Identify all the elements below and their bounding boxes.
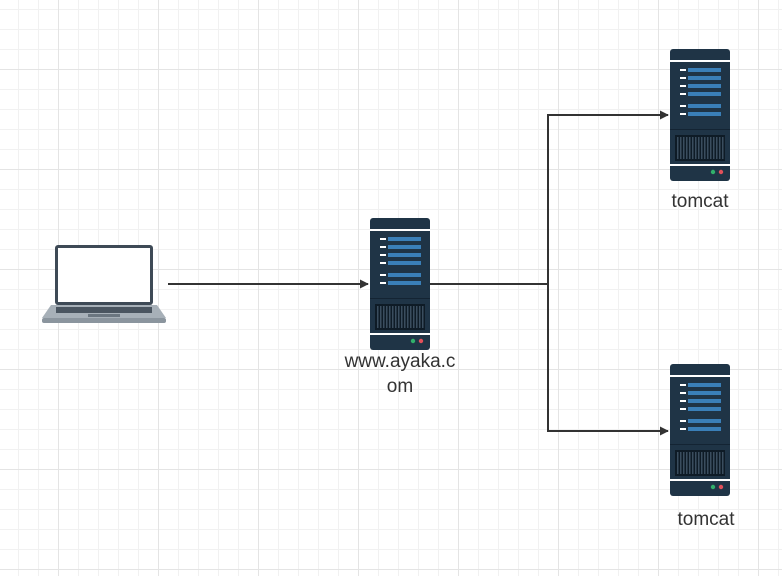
tomcat-server-bottom[interactable] <box>670 364 730 496</box>
server-icon <box>670 49 730 181</box>
proxy-label-line-2: om <box>386 376 414 397</box>
laptop-icon <box>42 245 166 323</box>
proxy-server[interactable] <box>370 218 430 350</box>
proxy-server-label: www.ayaka.c om <box>330 349 470 399</box>
tomcat-bottom-label: tomcat <box>677 509 735 530</box>
edge-proxy-to-tomcat-bottom <box>547 284 669 436</box>
edge-proxy-to-tomcat-top <box>430 110 669 285</box>
proxy-label-line-1: www.ayaka.c <box>344 351 456 372</box>
server-icon <box>370 218 430 350</box>
server-icon <box>670 364 730 496</box>
tomcat-top-label: tomcat <box>671 191 729 212</box>
client-laptop[interactable] <box>40 244 168 326</box>
tomcat-server-top[interactable] <box>670 49 730 181</box>
